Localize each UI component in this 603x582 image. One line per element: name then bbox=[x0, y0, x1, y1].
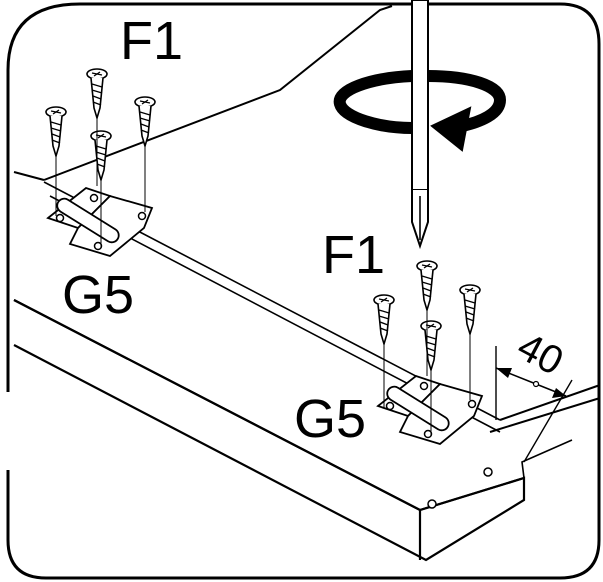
frame-border bbox=[6, 2, 601, 580]
screw-icon bbox=[45, 106, 67, 157]
screw-icon bbox=[373, 294, 395, 345]
screw-label-right: F1 bbox=[322, 225, 386, 285]
screw-icon bbox=[416, 260, 438, 311]
screw-icon bbox=[459, 284, 481, 335]
screwdriver-icon bbox=[411, 0, 429, 250]
hinge-icon bbox=[47, 187, 153, 257]
hinge-label-right: G5 bbox=[294, 389, 367, 449]
screw-label-top: F1 bbox=[120, 11, 184, 71]
hinge-icon bbox=[377, 375, 483, 445]
rotate-clockwise-arrow-icon bbox=[333, 70, 507, 152]
screw-icon bbox=[86, 68, 108, 119]
dimension-marker bbox=[495, 346, 573, 463]
hinge-label-left: G5 bbox=[62, 265, 135, 325]
dowel-hole bbox=[427, 499, 437, 509]
screw-icon bbox=[420, 320, 442, 371]
dowel-hole bbox=[483, 467, 493, 477]
back-panel bbox=[43, 5, 393, 181]
